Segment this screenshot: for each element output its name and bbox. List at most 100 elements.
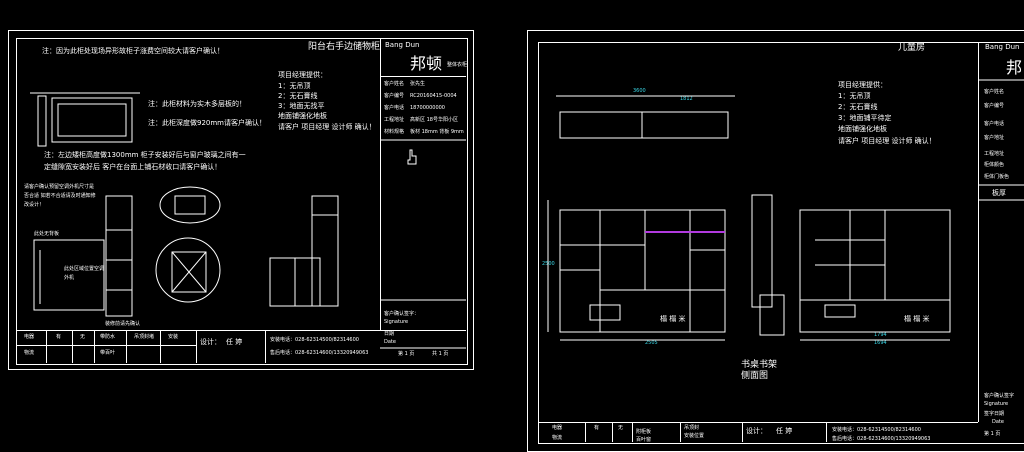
- left-side-cabinet: [311, 195, 339, 307]
- right-bottom-c6: 百叶窗: [636, 437, 652, 443]
- left-sheet-title: 阳台右手边储物柜: [308, 42, 381, 52]
- left-detail-diag-2: [171, 251, 207, 293]
- left-detail-circle: [155, 237, 221, 303]
- right-right-drawer: [824, 304, 856, 318]
- left-manager-item-3: 3：地面无找平: [278, 102, 325, 110]
- left-bottom-v7: [265, 330, 266, 363]
- left-manager-heading: 项目经理提供：: [278, 71, 327, 79]
- right-bottom-c3: 有: [594, 425, 600, 431]
- right-date-label: 签字日期: [984, 411, 1005, 417]
- left-bottom-c2: 物流: [24, 350, 35, 356]
- right-right-elevation: [799, 209, 951, 333]
- left-tall-cabinet: [105, 195, 133, 317]
- hand-pointer-icon: [407, 149, 417, 165]
- right-front-drawer: [589, 304, 621, 321]
- right-company-cn: 邦: [1006, 58, 1023, 77]
- right-bottom-v5: [742, 422, 743, 442]
- left-field-1: 客户编号: [384, 93, 405, 99]
- right-dim-front-total: 2505: [645, 340, 658, 346]
- left-manager-sign: 请客户 项目经理 设计师 确认！: [278, 123, 376, 131]
- left-bottom-table-top: [16, 330, 466, 331]
- left-top-cabinet: [51, 97, 133, 143]
- right-bottom-v4: [680, 422, 681, 442]
- left-bottom-designer-label: 设计：: [200, 338, 221, 346]
- left-titleblock-divider: [380, 38, 381, 330]
- left-top-side-post: [37, 95, 47, 147]
- cad-linework: [30, 79, 1024, 349]
- right-field-1: 客户编号: [984, 103, 1005, 109]
- left-date-label: 日期: [384, 331, 395, 337]
- right-field-4: 工程地址: [984, 151, 1005, 157]
- right-bottom-c1: 电器: [552, 425, 563, 431]
- right-date: Date: [992, 419, 1004, 425]
- left-carry-hook-note: 装修前请先确认: [105, 321, 141, 327]
- left-bottom-c4: 无: [80, 334, 86, 340]
- left-page: 第 1 页: [398, 351, 415, 357]
- right-board-thickness: 板厚: [992, 189, 1006, 197]
- left-bottom-v4: [126, 330, 127, 363]
- left-bottom-designer: 任 婷: [226, 338, 243, 346]
- right-page: 第 1 页: [984, 431, 1001, 437]
- right-field-6: 柜体门板色: [984, 174, 1010, 180]
- left-field-value-1: RC20160415-0004: [410, 93, 457, 99]
- left-outdoor-unit-note: 此处区域位置空调外机: [64, 266, 105, 281]
- left-field-value-2: 18700000000: [410, 105, 445, 111]
- left-bottom-phone-2: 售后电话：028-62314600/13320949063: [270, 350, 369, 356]
- left-manager-item-4: 地面铺强化地板: [278, 112, 327, 120]
- right-manager-item-2: 2：无石膏线: [838, 103, 878, 111]
- right-bottom-c5: 附柜板: [636, 429, 652, 435]
- right-dim-top-total: 3600: [633, 88, 646, 94]
- right-dim-right-total: 1794: [874, 332, 887, 338]
- left-company-en: Bang Dun: [385, 41, 420, 49]
- left-note-2: 注：此柜材料为实木多层板的！: [148, 100, 246, 108]
- left-detail-cabinet: [171, 251, 207, 293]
- right-sheet-title: 儿童房: [898, 43, 926, 53]
- right-bottom-phone-1: 安装电话：028-62314500/82314600: [832, 427, 921, 433]
- left-bottom-phone-1: 安装电话：028-62314500/82314600: [270, 337, 359, 343]
- right-bottom-phone-2: 售后电话：028-62314600/13320949063: [832, 436, 931, 442]
- right-left-view-label: 榻 榻 米: [660, 315, 686, 323]
- right-bottom-v6: [826, 422, 827, 442]
- left-customer-confirm: 请客户确认预留空调外机尺寸是否合适 如若不合适请及时通知修改设计！: [24, 184, 96, 208]
- left-bottom-c1: 电器: [24, 334, 35, 340]
- left-bottom-c7: 吊顶封堵: [134, 334, 155, 340]
- left-bottom-c6: 带百叶: [100, 350, 116, 356]
- left-signature: Signature: [384, 319, 409, 325]
- left-note-4: 注：左边矮柜高度做1300mm 柜子安装好后与窗户玻璃之间有一: [44, 151, 246, 159]
- right-manager-sign: 请客户 项目经理 设计师 确认！: [838, 137, 936, 145]
- right-right-view-label: 榻 榻 米: [904, 315, 930, 323]
- left-drawing-inner-border: [16, 38, 468, 365]
- left-bottom-v6: [196, 330, 197, 363]
- left-manager-item-1: 1：无吊顶: [278, 82, 311, 90]
- right-bottom-c2: 物流: [552, 435, 563, 441]
- left-company-cn: 邦顿: [410, 54, 443, 73]
- left-bottom-v3: [94, 330, 95, 363]
- left-date: Date: [384, 339, 396, 345]
- left-note-1: 注：因为此柜处现场异形故柜子涨费空间较大请客户确认！: [42, 47, 224, 55]
- right-bottom-c7: 吊顶封: [684, 425, 700, 431]
- right-front-elevation: [559, 209, 726, 333]
- right-bottom-c4: 无: [618, 425, 624, 431]
- right-bottom-c8: 安装位置: [684, 433, 705, 439]
- right-desk-base: [759, 294, 785, 336]
- right-company-en: Bang Dun: [985, 43, 1020, 51]
- right-bottom-v1: [585, 422, 586, 442]
- left-drawing-sheet: [8, 30, 474, 370]
- left-signature-label: 客户确认签字：: [384, 311, 420, 317]
- left-note-3: 注：此柜深度做920mm请客户确认！: [148, 119, 266, 127]
- left-bottom-v1: [46, 330, 47, 363]
- left-field-4: 材料规格: [384, 129, 405, 135]
- left-marble-note: 此处无背板: [34, 231, 60, 237]
- right-signature-label: 客户确认签字: [984, 393, 1015, 399]
- right-bottom-table-top: [538, 422, 978, 423]
- left-plan-box: [174, 195, 206, 215]
- left-field-0: 客户姓名: [384, 81, 405, 87]
- left-plan-ellipse: [159, 186, 221, 224]
- right-bottom-designer: 任 婷: [776, 427, 793, 435]
- right-bottom-v2: [612, 422, 613, 442]
- left-manager-item-2: 2：无石膏线: [278, 92, 318, 100]
- left-field-2: 客户电话: [384, 105, 405, 111]
- right-desk-side: [751, 194, 773, 308]
- right-dim-right-sub: 1694: [874, 340, 887, 346]
- right-dim-top-mid: 1812: [680, 96, 693, 102]
